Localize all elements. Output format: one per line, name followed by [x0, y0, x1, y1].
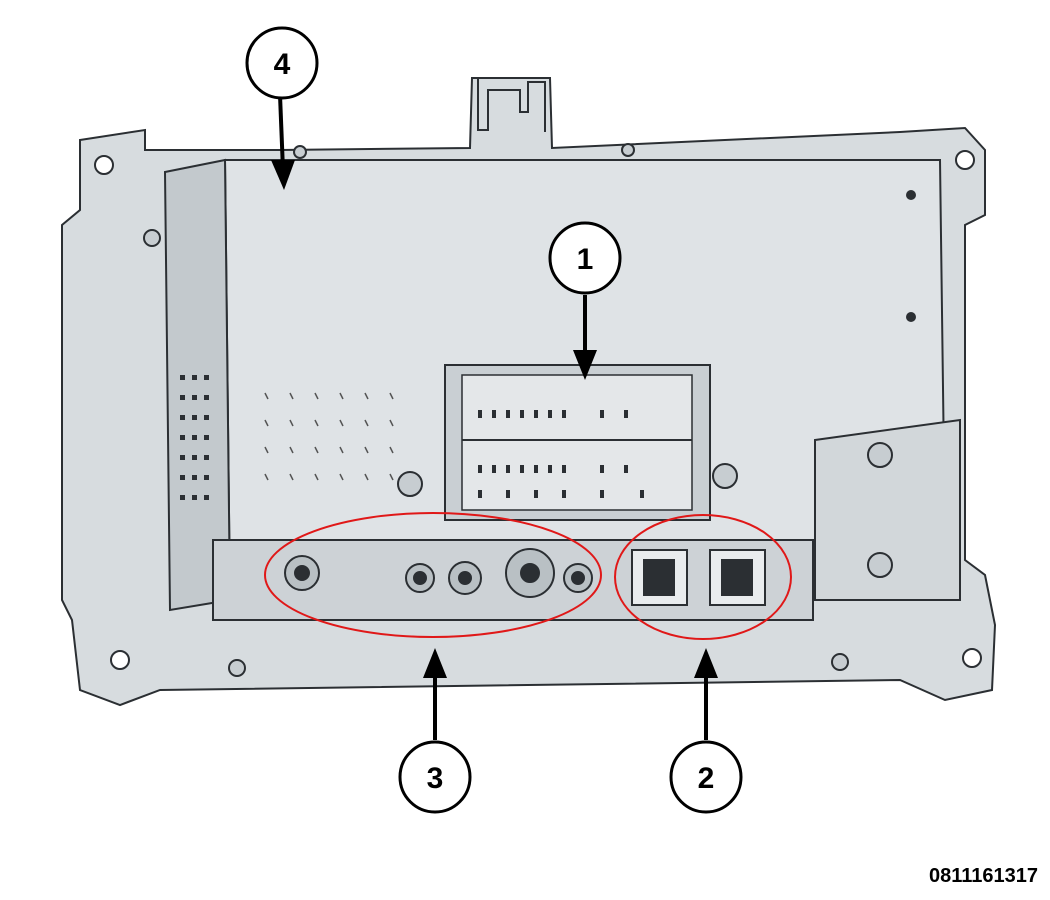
aux-connectors-highlight	[614, 514, 792, 640]
side-vent-holes	[180, 375, 209, 500]
antenna-connectors-highlight	[264, 512, 602, 638]
callout-3: 3	[398, 740, 472, 814]
aux-connectors	[631, 549, 766, 606]
callout-1: 1	[548, 221, 622, 295]
callout-2: 2	[669, 740, 743, 814]
callout-4: 4	[245, 26, 319, 100]
callout-arrows	[271, 94, 718, 740]
antenna-connectors	[284, 548, 593, 598]
callout-4-label: 4	[274, 48, 291, 81]
main-connector	[444, 364, 711, 521]
frame-holes	[94, 150, 982, 670]
callout-2-label: 2	[698, 762, 715, 795]
callout-3-label: 3	[427, 762, 444, 795]
cover-dimples	[264, 392, 394, 481]
figure-id: 0811161317	[928, 865, 1038, 887]
cover-pins	[906, 190, 916, 322]
callout-1-label: 1	[577, 243, 594, 276]
